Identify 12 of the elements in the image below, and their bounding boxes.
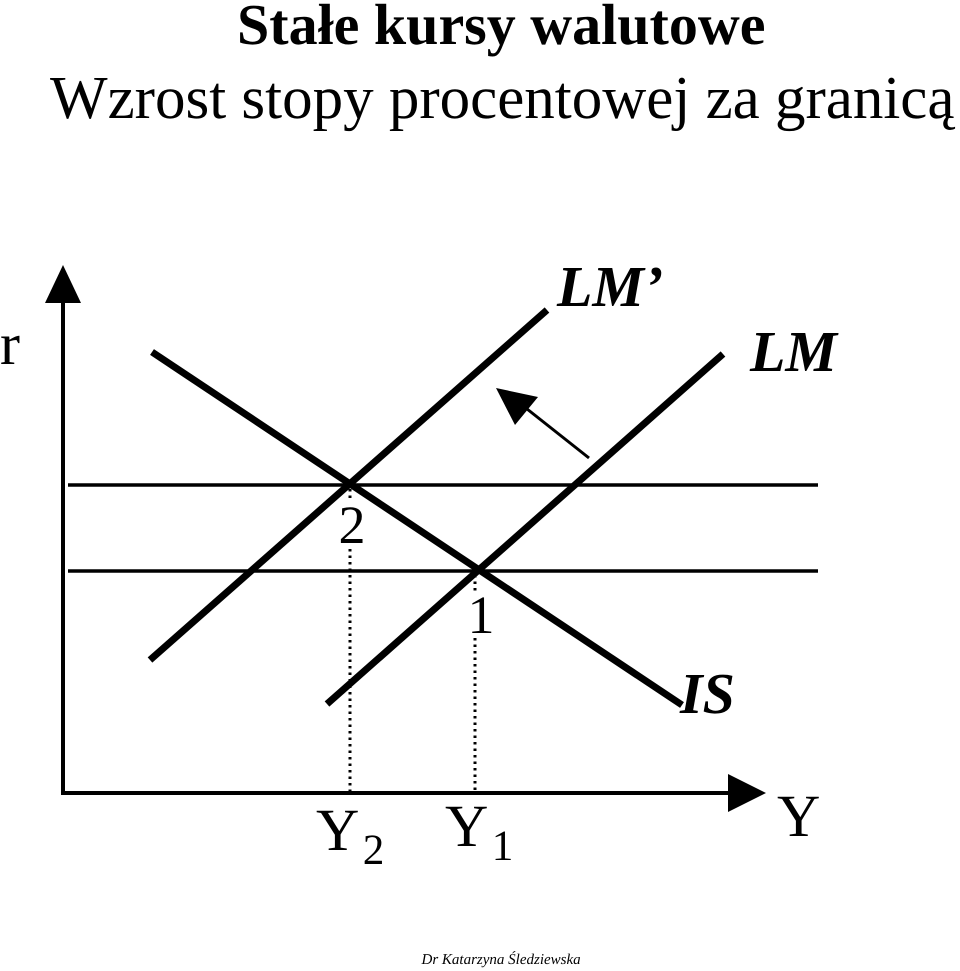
subtitle: Wzrost stopy procentowej za granicą	[50, 64, 954, 134]
curve-label: IS	[680, 661, 735, 728]
author-credit: Dr Katarzyna Śledziewska	[422, 952, 581, 970]
point-label: 2	[338, 494, 366, 556]
curve-label: LM’	[557, 254, 664, 321]
axis-value-label: Y$_{2}$	[316, 796, 384, 866]
axis-label: r	[0, 310, 20, 380]
title: Stałe kursy walutowe	[237, 0, 766, 59]
axis-label: Y	[777, 782, 820, 852]
curve-label: LM	[750, 319, 837, 386]
axis-value-label: Y$_{1}$	[445, 792, 514, 862]
point-label: 1	[468, 584, 494, 646]
